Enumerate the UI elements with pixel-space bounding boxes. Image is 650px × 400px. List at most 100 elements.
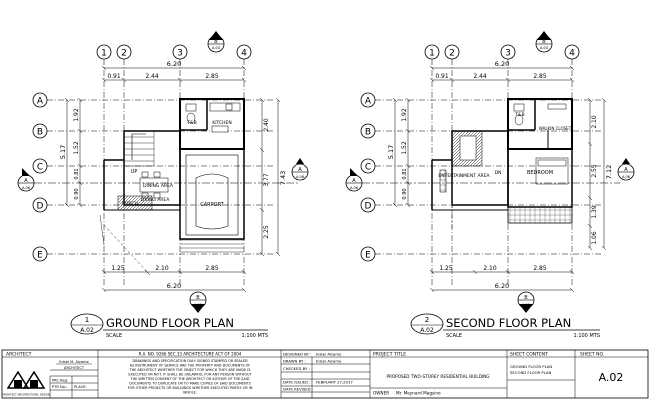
svg-text:2.10: 2.10 <box>483 265 497 272</box>
right-dimensions <box>259 97 281 257</box>
svg-text:2: 2 <box>449 49 455 59</box>
left-dimensions <box>64 97 83 208</box>
room-label: ENTERTAINMENT AREA <box>438 173 490 179</box>
top-total-dim: 6.20 <box>167 60 181 68</box>
svg-text:2.55: 2.55 <box>591 164 598 178</box>
svg-text:ARCHITECT: ARCHITECT <box>6 352 32 358</box>
section-marker-top: B A.03 <box>207 31 225 53</box>
car-icon <box>195 173 229 230</box>
svg-text:7.12: 7.12 <box>605 165 613 179</box>
svg-text:1.06: 1.06 <box>591 231 598 245</box>
svg-text:R.A. NO. 9266 SEC.33 ARCHITECT: R.A. NO. 9266 SEC.33 ARCHITECTURE ACT OF… <box>139 352 242 357</box>
svg-text:1.39: 1.39 <box>591 205 598 219</box>
grid-row-a: A <box>37 97 44 107</box>
balcony <box>507 206 573 224</box>
svg-text:PTR No.:: PTR No.: <box>52 385 67 389</box>
svg-text:2.25: 2.25 <box>263 225 270 239</box>
svg-text:A.06: A.06 <box>622 175 631 179</box>
plan-title: GROUND FLOOR PLAN <box>106 316 234 330</box>
svg-text:4: 4 <box>569 49 575 59</box>
room-label: DINING AREA <box>143 183 174 189</box>
svg-text:2.10: 2.10 <box>591 115 598 129</box>
svg-text:5.17: 5.17 <box>387 145 395 159</box>
svg-text:C: C <box>365 163 371 173</box>
svg-text:A.03: A.03 <box>212 46 220 50</box>
svg-text:B: B <box>196 295 200 301</box>
svg-text:1.92: 1.92 <box>73 108 80 122</box>
walls <box>103 98 245 240</box>
svg-text:Edsel Alzame: Edsel Alzame <box>316 359 342 364</box>
svg-text:2.40: 2.40 <box>263 118 270 132</box>
svg-text:3.77: 3.77 <box>263 173 270 187</box>
svg-text:DRAWN BY :: DRAWN BY : <box>283 359 306 364</box>
svg-text:Mr. Meynard Magsino: Mr. Meynard Magsino <box>396 391 441 396</box>
room-label: PORCH <box>122 201 138 207</box>
svg-text:A: A <box>298 167 302 173</box>
grid-lines <box>47 59 275 285</box>
grid-row-d: D <box>37 202 44 212</box>
svg-text:OWNER: OWNER <box>373 391 389 396</box>
svg-text:1.92: 1.92 <box>401 108 408 122</box>
svg-text:DESIGNED BY :: DESIGNED BY : <box>283 352 311 357</box>
room-label: UP <box>131 169 138 175</box>
svg-text:A.03: A.03 <box>540 46 548 50</box>
section-marker-right: A A.06 <box>291 158 309 181</box>
grid-column-bubbles <box>96 44 252 60</box>
svg-text:7.43: 7.43 <box>279 171 287 185</box>
svg-text:1.52: 1.52 <box>73 141 80 155</box>
svg-text:0.91: 0.91 <box>435 73 449 80</box>
svg-text:D: D <box>365 202 372 212</box>
svg-text:1:100 MTS: 1:100 MTS <box>241 333 268 339</box>
section-marker-bottom: B A.03 <box>189 291 207 313</box>
grid-row-b: B <box>37 128 43 138</box>
svg-text:DATE ISSUED :: DATE ISSUED : <box>283 380 311 385</box>
svg-text:2.85: 2.85 <box>205 265 219 272</box>
room-label: LIVING AREA <box>141 197 171 203</box>
section-marker-right: A A.06 <box>617 158 635 181</box>
plan-title-second: 2 A.02 SECOND FLOOR PLAN SCALE 1:100 MTS <box>410 313 600 339</box>
svg-text:THE ARCHITECT WHETHER THE OBJE: THE ARCHITECT WHETHER THE OBJECT FOR WHI… <box>129 368 251 372</box>
svg-text:E: E <box>365 251 371 261</box>
svg-text:1:100 MTS: 1:100 MTS <box>573 333 600 339</box>
svg-text:B: B <box>524 295 528 301</box>
grid-col-4: 4 <box>241 49 247 59</box>
svg-text:0.91: 0.91 <box>107 73 121 80</box>
grid-col-2: 2 <box>121 49 127 59</box>
room-label: T&B <box>514 112 524 118</box>
svg-text:0.81: 0.81 <box>74 168 80 179</box>
svg-text:A.03: A.03 <box>522 303 530 307</box>
svg-text:Edsel M. Alzame: Edsel M. Alzame <box>59 360 89 364</box>
svg-text:ARCHITECT ARCHITECTURAL DESIGN: ARCHITECT ARCHITECTURAL DESIGN <box>2 393 50 397</box>
svg-text:2.10: 2.10 <box>155 265 169 272</box>
svg-text:0.90: 0.90 <box>74 188 80 199</box>
svg-text:A: A <box>352 178 356 184</box>
svg-text:A: A <box>24 178 28 184</box>
svg-text:2.85: 2.85 <box>533 73 547 80</box>
svg-text:SECOND FLOOR PLAN: SECOND FLOOR PLAN <box>510 370 551 375</box>
room-label: CARPORT <box>200 202 224 208</box>
svg-text:WHOLE.: WHOLE. <box>183 391 197 395</box>
svg-text:1: 1 <box>85 316 89 324</box>
top-dimensions <box>101 65 247 83</box>
title-block: ARCHITECT ARCHITECT ARCHITECTURAL DESIGN… <box>1 349 649 399</box>
svg-text:SHEET CONTENT: SHEET CONTENT <box>510 352 548 358</box>
grid-row-c: C <box>37 163 43 173</box>
svg-text:THE WRITTEN CONSENT OF THE ARC: THE WRITTEN CONSENT OF THE ARCHITECT OR … <box>130 377 250 381</box>
svg-text:6.20: 6.20 <box>167 282 181 290</box>
svg-text:1: 1 <box>429 49 435 59</box>
svg-text:A.03: A.03 <box>194 303 202 307</box>
svg-text:EXECUTED OR NOT. IT SHALL BE U: EXECUTED OR NOT. IT SHALL BE UNLAWFUL FO… <box>128 373 252 377</box>
svg-text:A: A <box>365 97 372 107</box>
room-label: DN <box>495 170 502 176</box>
svg-text:2.85: 2.85 <box>205 73 219 80</box>
svg-text:SCALE: SCALE <box>106 333 122 339</box>
room-label: BEDROOM <box>527 170 553 176</box>
plan-title-ground: 1 A.02 GROUND FLOOR PLAN SCALE 1:100 MTS <box>70 313 268 339</box>
svg-text:B: B <box>542 39 546 45</box>
sheet-number: A.02 <box>599 371 624 384</box>
svg-text:2.85: 2.85 <box>533 265 547 272</box>
svg-text:CHECKED BY :: CHECKED BY : <box>283 366 310 371</box>
project-title: PROPOSED TWO-STOREY RESIDENTIAL BUILDING <box>386 374 489 379</box>
svg-text:Edsel Alzame: Edsel Alzame <box>316 352 342 357</box>
